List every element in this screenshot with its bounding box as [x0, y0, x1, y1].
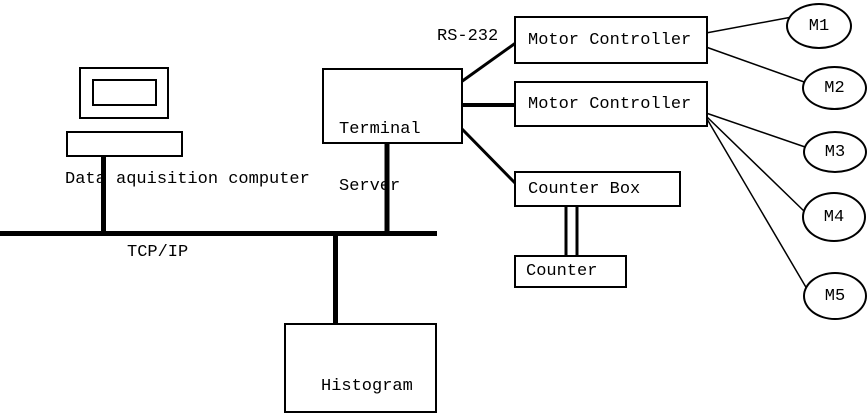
rs232-label: RS-232 — [437, 27, 499, 46]
counter: Counter — [514, 255, 627, 288]
motor-m2-label: M2 — [824, 78, 845, 98]
computer-monitor-icon — [79, 67, 169, 119]
terminal-server-label-line1: Terminal — [339, 120, 421, 139]
ts-motorcontroller1-link — [460, 40, 518, 84]
tcpip-label: TCP/IP — [127, 243, 189, 262]
terminal-server-label-line2: Server — [339, 177, 401, 196]
mc1-m2-link — [705, 46, 808, 84]
motor-controller-1-label: Motor Controller — [528, 30, 692, 50]
histogram-memory-box: Histogram Memory — [284, 323, 437, 413]
computer-label: Data aquisition computer — [65, 170, 310, 189]
ts-counterbox-link — [459, 126, 519, 187]
counter-box-label: Counter Box — [528, 179, 641, 199]
motor-m1: M1 — [786, 3, 852, 49]
mc2-m4-link — [705, 115, 807, 214]
counter-box: Counter Box — [514, 171, 681, 207]
mc2-m3-link — [705, 112, 809, 149]
motor-m4: M4 — [802, 192, 866, 242]
mc2-m5-link — [706, 118, 808, 290]
computer-screen-icon — [92, 79, 157, 106]
motor-controller-2-label: Motor Controller — [528, 94, 692, 114]
motor-controller-2-box: Motor Controller — [514, 81, 708, 127]
counter-label: Counter — [526, 262, 598, 281]
motor-m4-label: M4 — [823, 207, 845, 227]
computer-keyboard-icon — [66, 131, 183, 157]
motor-m1-label: M1 — [808, 16, 830, 36]
motor-m5: M5 — [803, 272, 867, 320]
terminal-server-box: Terminal Server — [322, 68, 463, 196]
motor-m3-label: M3 — [824, 142, 846, 162]
motor-controller-1-box: Motor Controller — [514, 16, 708, 64]
histogram-memory-label-line1: Histogram — [321, 377, 413, 396]
motor-m2: M2 — [802, 66, 867, 110]
motor-m3: M3 — [803, 131, 867, 173]
mc1-m1-link — [705, 16, 793, 34]
motor-m5-label: M5 — [824, 286, 846, 306]
